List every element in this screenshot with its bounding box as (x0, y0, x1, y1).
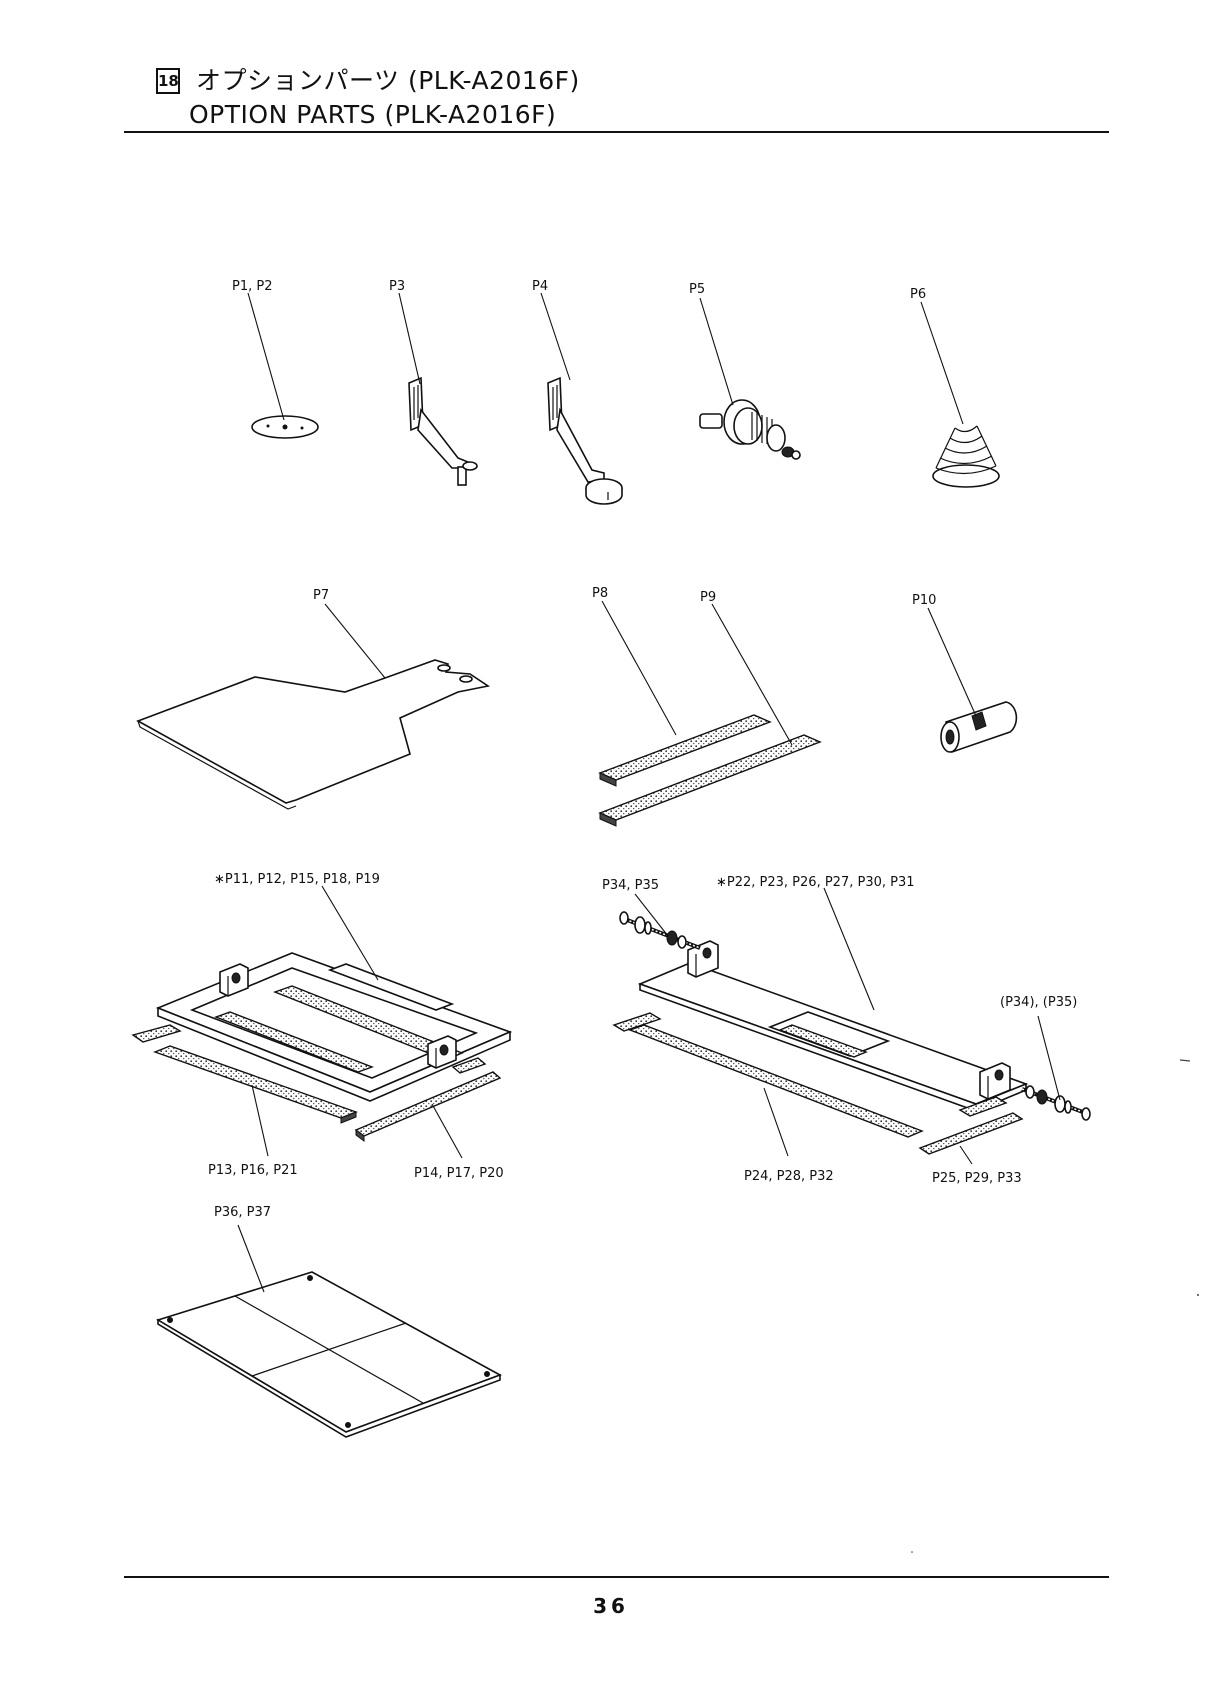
part-p6-conical-spring (933, 426, 999, 487)
label-p6: P6 (910, 287, 926, 302)
leader-p7 (325, 604, 385, 678)
label-p4: P4 (532, 279, 548, 294)
label-p34-p35-paren: (P34), (P35) (1000, 995, 1077, 1010)
part-p8-felt-strip (600, 715, 770, 786)
label-p5: P5 (689, 282, 705, 297)
leader-p4 (541, 293, 570, 380)
label-p8: P8 (592, 586, 608, 601)
part-p3-presser-foot (409, 378, 477, 485)
label-p34-p35: P34, P35 (602, 878, 659, 893)
part-p7-table-plate (138, 660, 488, 809)
leader-p3 (399, 293, 420, 384)
scan-speck (911, 1551, 913, 1553)
part-p9-felt-strip (600, 735, 820, 826)
leader-p6 (921, 302, 963, 424)
page-number: 36 (0, 1594, 1222, 1618)
footer-rule (124, 1576, 1109, 1578)
label-p1-p2: P1, P2 (232, 279, 273, 294)
leader-p14-group (432, 1104, 462, 1158)
part-p5-tension-assembly (700, 400, 800, 459)
part-p36-p37-sheet (158, 1272, 500, 1437)
leader-p36-p37 (238, 1225, 264, 1292)
label-p11-group: ∗P11, P12, P15, P18, P19 (214, 872, 380, 887)
scan-mark (1180, 1060, 1190, 1061)
leader-p34-p35-paren (1038, 1016, 1060, 1100)
label-p24-group: P24, P28, P32 (744, 1169, 834, 1184)
leader-p24-group (764, 1088, 788, 1156)
leader-p13-group (252, 1085, 268, 1156)
label-p14-group: P14, P17, P20 (414, 1166, 504, 1181)
label-p36-p37: P36, P37 (214, 1205, 271, 1220)
part-p10-roller (941, 702, 1016, 752)
leader-p25-group (960, 1146, 972, 1164)
label-p7: P7 (313, 588, 329, 603)
part-p1-p2-washer (252, 416, 318, 438)
label-p22-group: ∗P22, P23, P26, P27, P30, P31 (716, 875, 915, 890)
leader-p5 (700, 298, 733, 405)
leader-p1-p2 (248, 293, 284, 420)
leader-p10 (928, 608, 976, 716)
leader-p22-group (824, 888, 874, 1010)
label-p25-group: P25, P29, P33 (932, 1171, 1022, 1186)
part-p11-frame-assembly (133, 953, 510, 1101)
part-p4-roller-foot (548, 378, 622, 504)
label-p10: P10 (912, 593, 936, 608)
label-p9: P9 (700, 590, 716, 605)
label-p13-group: P13, P16, P21 (208, 1163, 298, 1178)
scan-speck (1197, 1294, 1199, 1296)
label-p3: P3 (389, 279, 405, 294)
leader-p8 (602, 601, 676, 735)
part-p34-p35-screw-left (620, 912, 700, 948)
part-p34-p35-screw-right (1022, 1086, 1090, 1120)
part-p22-plate-assembly (614, 941, 1026, 1154)
